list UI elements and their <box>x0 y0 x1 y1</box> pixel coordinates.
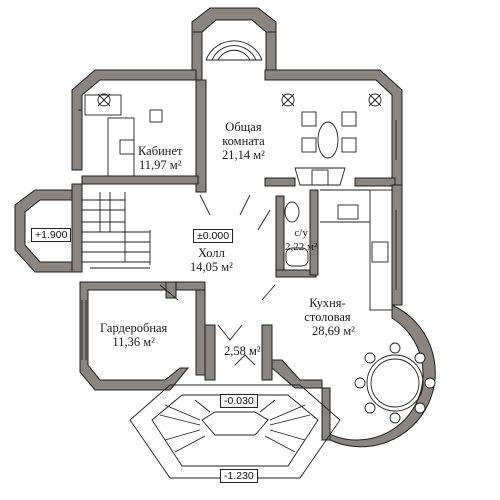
room-area: 14,05 м² <box>190 260 233 274</box>
furniture <box>119 109 436 424</box>
room-label-wardrobe: Гардеробная 11,36 м² <box>100 321 167 349</box>
room-label-bathroom: с/у 2,22 м² <box>285 226 317 254</box>
room-area: 2,22 м² <box>285 241 318 253</box>
room-label-common: Общая комната 21,14 м² <box>222 120 265 162</box>
room-name: с/у <box>294 227 308 239</box>
room-label-hall: Холл 14,05 м² <box>190 246 233 274</box>
room-label-cabinet: Кабинет 11,97 м² <box>138 144 182 172</box>
room-name: Кабинет <box>138 144 183 158</box>
room-area: 2,58 м² <box>224 344 261 358</box>
level-mark-ground: -1.230 <box>220 469 258 483</box>
room-label-kitchen: Кухня- столовая 28,69 м² <box>300 296 355 338</box>
level-mark-hall: ±0.000 <box>193 229 234 243</box>
walls <box>14 7 436 448</box>
plant-icons <box>97 93 382 107</box>
room-name-line1: Кухня- <box>309 296 346 310</box>
room-name: Гардеробная <box>100 321 168 335</box>
room-area: 21,14 м² <box>222 148 265 162</box>
room-area: 11,97 м² <box>139 158 182 172</box>
interior-lines <box>78 40 424 479</box>
room-label-vestibule: 2,58 м² <box>224 344 261 358</box>
room-area: 11,36 м² <box>112 335 155 349</box>
room-name-line2: комната <box>222 134 265 148</box>
room-name-line1: Общая <box>225 120 262 134</box>
level-mark-porch: -0.030 <box>220 394 258 408</box>
level-mark-stair-west: +1.900 <box>31 228 72 242</box>
room-name: Холл <box>198 246 225 260</box>
room-area: 28,69 м² <box>312 324 355 338</box>
room-name-line2: столовая <box>304 310 351 324</box>
